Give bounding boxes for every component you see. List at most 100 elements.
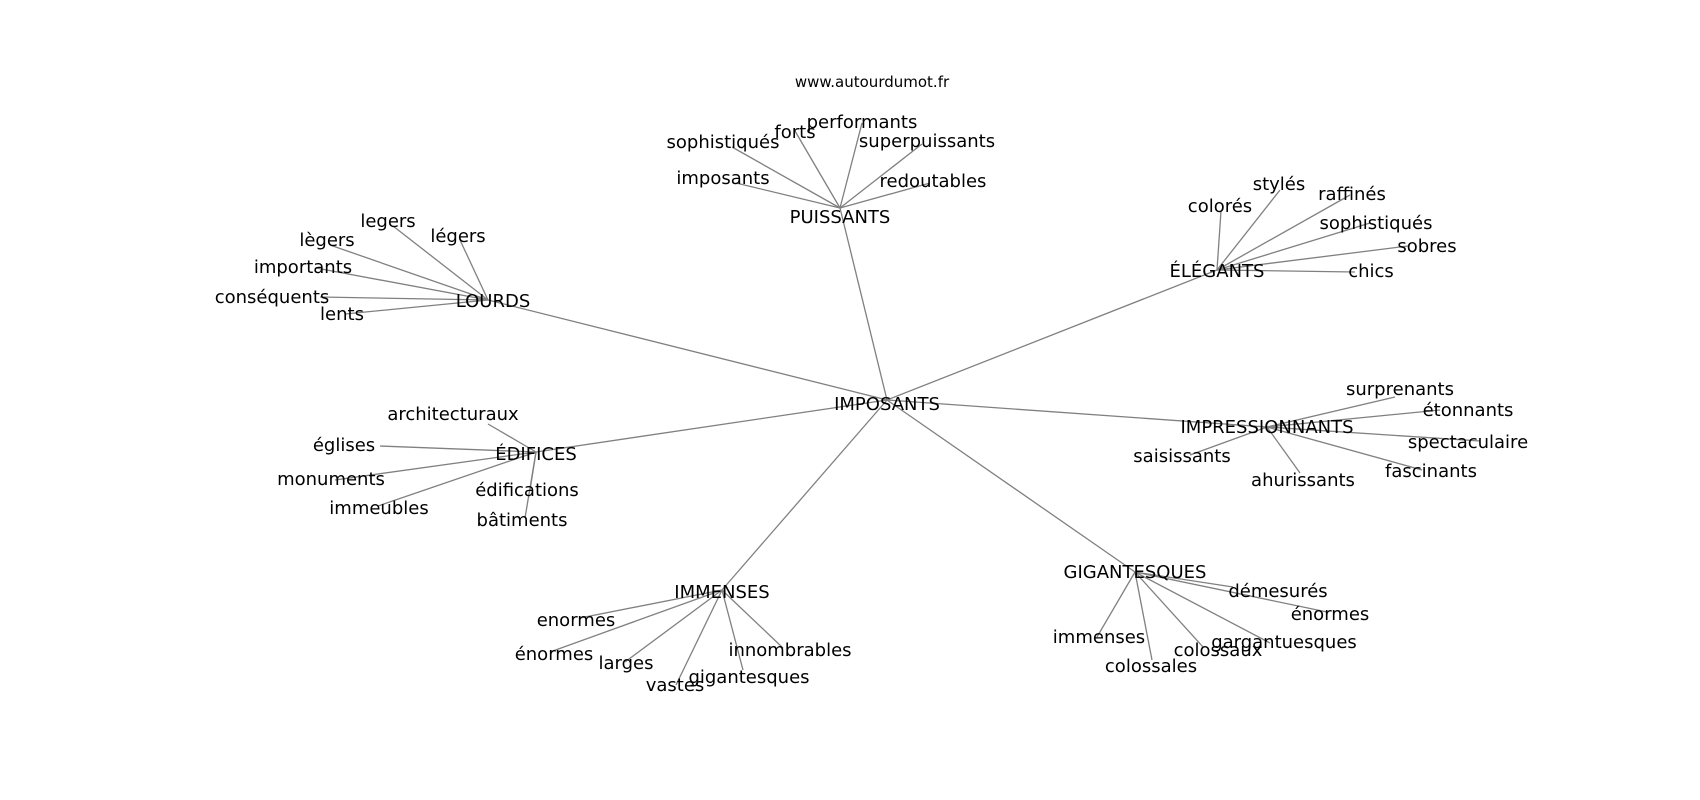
word-node-redoutables[interactable]: redoutables: [880, 171, 987, 192]
word-node-legers[interactable]: lègers: [299, 230, 354, 251]
word-node-saisissants[interactable]: saisissants: [1133, 446, 1230, 467]
edge-edifices-architecturaux: [487, 423, 537, 453]
word-node-spectaculaire[interactable]: spectaculaire: [1408, 432, 1528, 453]
edge-puissants-forts: [794, 130, 841, 209]
word-node-colossaux[interactable]: colossaux: [1174, 640, 1263, 661]
word-node-colores[interactable]: colorés: [1188, 196, 1252, 217]
edge-elegants-sobres: [1216, 245, 1409, 271]
word-node-importants[interactable]: importants: [254, 257, 352, 278]
group-node-puissants[interactable]: PUISSANTS: [790, 207, 891, 228]
edge-immenses-gigantesques: [721, 589, 744, 671]
word-node-chics[interactable]: chics: [1348, 261, 1394, 282]
edge-gigantesques-colossales: [1134, 571, 1153, 661]
edge-immenses-innombrables: [721, 589, 784, 649]
edge-elegants-raffines: [1216, 194, 1351, 271]
edge-puissants-sophistiques: [731, 146, 841, 209]
group-node-edifices[interactable]: ÉDIFICES: [495, 443, 577, 465]
group-node-lourds[interactable]: LOURDS: [456, 291, 531, 312]
edge-impressionnants-etonnants: [1266, 409, 1441, 428]
edge-lourds-legers: [329, 244, 489, 301]
word-node-enormes[interactable]: enormes: [537, 610, 616, 631]
edge-gigantesques-immenses: [1096, 571, 1136, 638]
word-node-gargantuesques[interactable]: gargantuesques: [1211, 632, 1357, 653]
edge-puissants-redoutables: [839, 182, 931, 209]
group-node-gigantesques[interactable]: GIGANTESQUES: [1064, 562, 1207, 583]
word-node-performants[interactable]: performants: [807, 112, 918, 133]
word-node-styles[interactable]: stylés: [1253, 174, 1306, 195]
word-node-fascinants[interactable]: fascinants: [1385, 461, 1477, 482]
edge-edifices-eglises: [379, 445, 537, 453]
word-node-eglises[interactable]: églises: [313, 435, 375, 456]
word-node-innombrables[interactable]: innombrables: [728, 640, 851, 661]
word-node-edifications[interactable]: édifications: [475, 480, 579, 501]
edge-immenses-vastes: [675, 589, 723, 686]
edge-puissants-imposants: [735, 182, 841, 209]
edges-layer: [315, 122, 1481, 686]
word-node-vastes[interactable]: vastes: [646, 675, 705, 696]
word-node-batiments[interactable]: bâtiments: [477, 510, 568, 531]
word-node-lents[interactable]: lents: [320, 304, 364, 325]
word-node-imposants[interactable]: imposants: [676, 168, 769, 189]
word-node-consequents[interactable]: conséquents: [215, 287, 330, 308]
word-node-raffines[interactable]: raffinés: [1318, 184, 1386, 205]
word-node-monuments[interactable]: monuments: [277, 469, 385, 490]
edge-lourds-importants: [315, 267, 489, 301]
word-node-legers[interactable]: légers: [430, 226, 485, 247]
labels-layer: www.autourdumot.fr IMPOSANTS PUISSANTS sop…: [215, 73, 1528, 696]
word-node-demesures[interactable]: démesurés: [1228, 581, 1327, 602]
edge-lourds-legers: [392, 225, 489, 301]
word-node-enormes[interactable]: énormes: [1291, 604, 1370, 625]
edge-impressionnants-fascinants: [1266, 426, 1423, 471]
word-node-forts[interactable]: forts: [774, 122, 815, 143]
edge-gigantesques-enormes: [1134, 571, 1328, 613]
center-node-label[interactable]: IMPOSANTS: [834, 394, 940, 415]
edge-edifices-monuments: [334, 451, 537, 481]
word-node-sobres[interactable]: sobres: [1397, 236, 1456, 257]
word-node-sophistiques[interactable]: sophistiqués: [1320, 213, 1433, 234]
word-node-gigantesques[interactable]: gigantesques: [688, 667, 809, 688]
edge-gigantesques-colossaux: [1134, 571, 1204, 648]
edge-elegants-sophistiques: [1216, 222, 1371, 271]
edge-puissants-superpuissants: [839, 143, 923, 209]
edge-impressionnants-surprenants: [1266, 396, 1396, 428]
edge-lourds-legers: [459, 239, 489, 301]
edge-immenses-larges: [624, 589, 723, 663]
edge-center-impressionnants: [886, 399, 1268, 428]
edge-center-immenses: [721, 399, 888, 591]
edge-impressionnants-ahurissants: [1266, 426, 1301, 474]
group-node-elegants[interactable]: ÉLÉGANTS: [1170, 260, 1265, 282]
word-node-surprenants[interactable]: surprenants: [1346, 379, 1454, 400]
group-node-immenses[interactable]: IMMENSES: [674, 582, 769, 603]
word-node-superpuissants[interactable]: superpuissants: [859, 131, 995, 152]
word-node-larges[interactable]: larges: [599, 653, 654, 674]
edge-lourds-consequents: [319, 296, 489, 301]
edge-puissants-performants: [839, 122, 863, 209]
edge-center-puissants: [839, 207, 888, 401]
word-node-immenses[interactable]: immenses: [1053, 627, 1145, 648]
watermark-text: www.autourdumot.fr: [795, 73, 950, 91]
edge-center-lourds: [487, 299, 888, 401]
word-node-sophistiques[interactable]: sophistiqués: [667, 132, 780, 153]
word-node-architecturaux[interactable]: architecturaux: [387, 404, 519, 425]
edge-gigantesques-demesures: [1134, 571, 1234, 588]
word-node-legers[interactable]: legers: [360, 211, 415, 232]
edge-gigantesques-gargantuesques: [1134, 571, 1271, 644]
edge-center-gigantesques: [886, 399, 1136, 573]
word-node-ahurissants[interactable]: ahurissants: [1251, 470, 1355, 491]
word-node-immeubles[interactable]: immeubles: [329, 498, 428, 519]
edge-lourds-lents: [344, 299, 489, 315]
edge-immenses-enormes: [579, 589, 723, 619]
edge-impressionnants-saisissants: [1189, 426, 1268, 456]
edge-elegants-colores: [1216, 210, 1222, 271]
word-node-enormes[interactable]: énormes: [515, 644, 594, 665]
word-node-colossales[interactable]: colossales: [1105, 656, 1197, 677]
edge-center-edifices: [535, 399, 888, 453]
edge-edifices-batiments: [524, 451, 537, 519]
group-node-impressionnants[interactable]: IMPRESSIONNANTS: [1180, 417, 1353, 438]
edge-elegants-styles: [1216, 189, 1281, 271]
edge-edifices-immeubles: [377, 451, 537, 507]
edge-center-elegants: [886, 269, 1218, 401]
word-node-etonnants[interactable]: étonnants: [1423, 400, 1514, 421]
edge-immenses-enormes: [549, 589, 723, 653]
